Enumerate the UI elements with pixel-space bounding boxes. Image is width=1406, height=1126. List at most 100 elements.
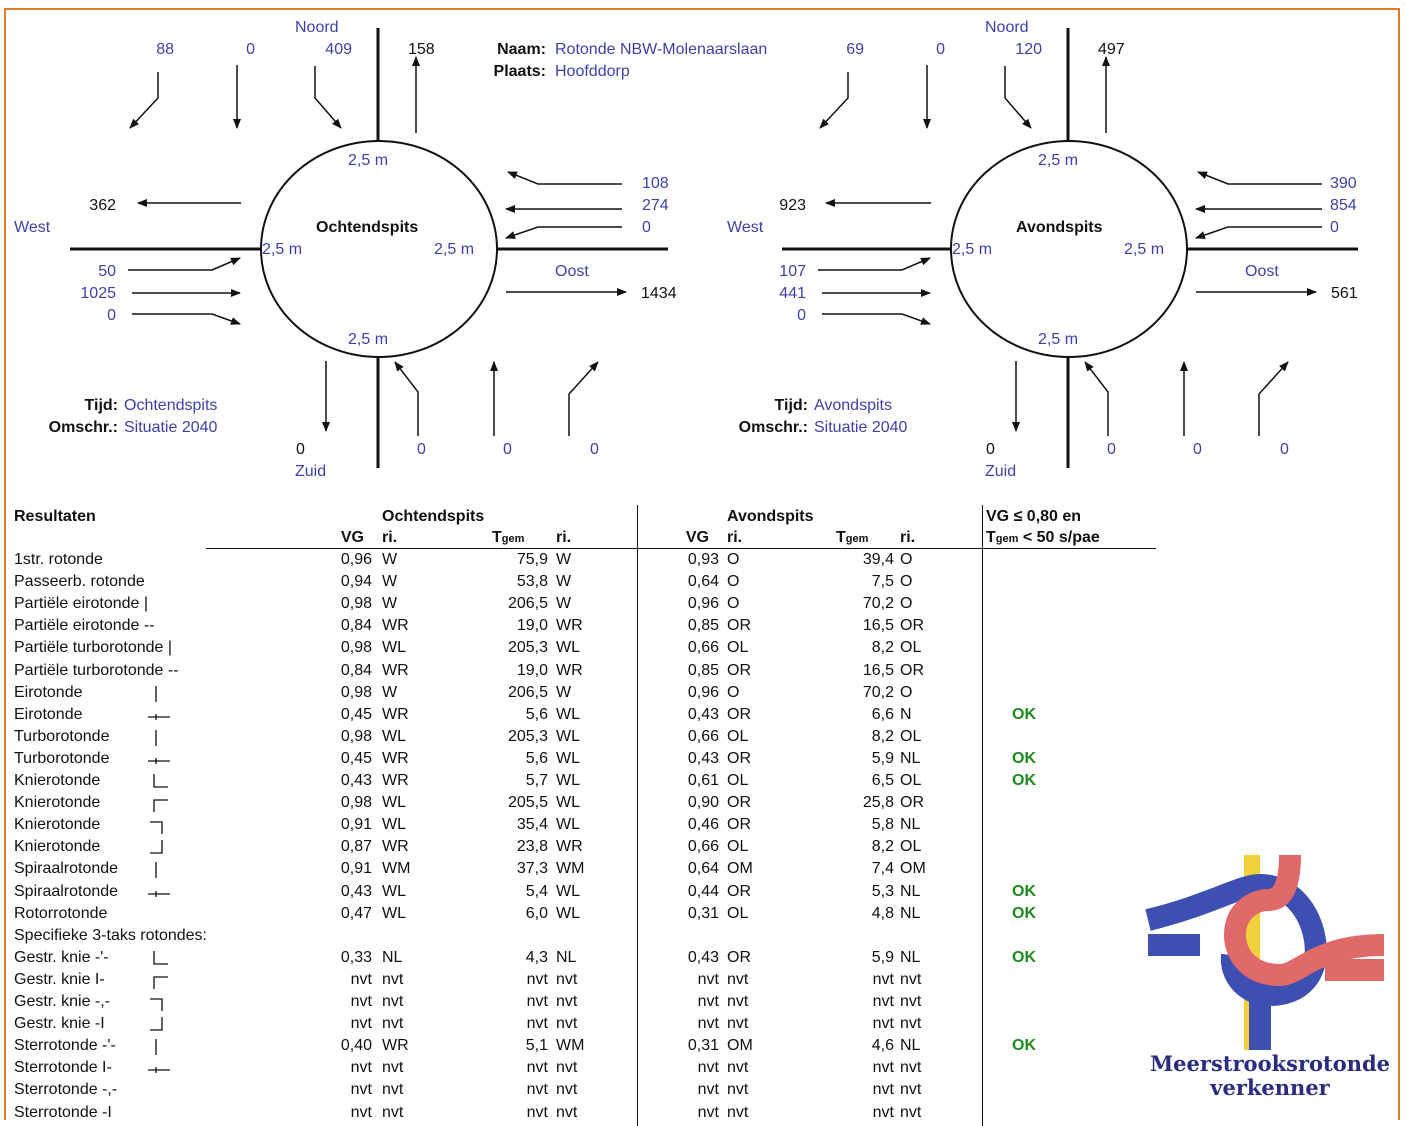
diagram-avondspits xyxy=(782,28,1358,468)
row-18-m-ri: NL xyxy=(382,948,403,966)
row-19-e-vg: nvt xyxy=(697,970,719,988)
d1-east-in-0: 390 xyxy=(1330,175,1357,192)
row-13-e-ri2: OL xyxy=(900,838,922,856)
row-24-e-ri: nvt xyxy=(727,1081,749,1099)
row-22-ok: OK xyxy=(1012,1037,1036,1055)
row-7-e-ri2: N xyxy=(900,705,912,723)
col-ri-evening: ri. xyxy=(727,529,743,546)
row-1-e-vg: 0,64 xyxy=(687,573,719,591)
row-11-e-ri: OR xyxy=(727,794,751,812)
row-7-m-vg: 0,45 xyxy=(340,705,372,723)
row-1-m-t: 53,8 xyxy=(516,573,548,591)
row-16-m-vg: 0,47 xyxy=(340,904,372,922)
row-18-ok: OK xyxy=(1012,948,1036,966)
row-25-e-ri: nvt xyxy=(727,1103,749,1121)
row-21-m-t: nvt xyxy=(526,1015,548,1033)
divider-morning-evening xyxy=(637,505,638,1126)
row-12-e-t: 5,8 xyxy=(871,816,894,834)
row-5-m-ri2: WR xyxy=(556,661,583,679)
row-6-e-t: 70,2 xyxy=(862,683,894,701)
row-25-m-vg: nvt xyxy=(350,1103,372,1121)
roundabout-diagrams xyxy=(70,28,1358,468)
row-12-m-ri: WL xyxy=(382,816,406,834)
row-20-e-t: nvt xyxy=(872,993,894,1010)
row-12-e-ri: OR xyxy=(727,816,751,834)
row-19-m-vg: nvt xyxy=(350,970,372,988)
d0-noord-label: Noord xyxy=(295,19,339,36)
row-16-name: Rotorrotonde xyxy=(14,904,108,922)
row-25-e-t: nvt xyxy=(872,1103,894,1121)
row-0-e-ri: O xyxy=(727,551,740,568)
row-22-e-ri2: NL xyxy=(900,1037,921,1055)
row-9-m-ri2: WL xyxy=(556,749,580,767)
d1-south-in-2: 0 xyxy=(1280,441,1289,458)
row-8-e-vg: 0,66 xyxy=(687,727,719,745)
group-evening: Avondspits xyxy=(727,508,814,525)
row-14-symbol-icon xyxy=(155,862,157,879)
row-16-e-t: 4,8 xyxy=(871,904,894,922)
row-25-m-ri2: nvt xyxy=(556,1103,578,1121)
row-14-m-vg: 0,91 xyxy=(340,860,372,878)
row-18-symbol-icon xyxy=(153,950,168,965)
row-3-e-ri2: OR xyxy=(900,617,924,635)
row-15-ok: OK xyxy=(1012,882,1036,900)
row-20-m-ri: nvt xyxy=(382,993,404,1010)
row-23-symbol-icon xyxy=(148,1067,170,1074)
row-22-m-ri2: WM xyxy=(556,1037,585,1055)
d0-omschr-value: Situatie 2040 xyxy=(124,419,218,436)
d0-omschr-label: Omschr.: xyxy=(48,419,118,436)
row-0-m-vg: 0,96 xyxy=(340,551,372,568)
results-title: Resultaten xyxy=(14,508,96,525)
row-22-m-ri: WR xyxy=(382,1037,409,1055)
row-4-e-vg: 0,66 xyxy=(687,639,719,657)
row-10-m-ri: WR xyxy=(382,772,409,789)
col-t-morning: Tgem xyxy=(492,529,525,546)
row-1-m-vg: 0,94 xyxy=(340,573,372,591)
row-19-m-ri: nvt xyxy=(382,970,404,988)
row-11-m-t: 205,5 xyxy=(507,794,548,812)
d0-center-label: Ochtendspits xyxy=(316,219,419,236)
d1-omschr-value: Situatie 2040 xyxy=(814,419,908,436)
row-13-m-ri: WR xyxy=(382,838,409,856)
row-6-name: Eirotonde xyxy=(14,683,83,701)
row-1-e-ri: O xyxy=(727,573,740,591)
row-14-m-t: 37,3 xyxy=(516,860,548,878)
page-frame xyxy=(4,8,1400,1120)
d1-south-in-0: 0 xyxy=(1107,441,1116,458)
row-8-e-ri2: OL xyxy=(900,727,922,745)
row-8-m-vg: 0,98 xyxy=(340,727,372,745)
row-13-m-ri2: WR xyxy=(556,838,583,856)
d0-north-in-left: 88 xyxy=(156,41,174,58)
row-10-e-t: 6,5 xyxy=(871,772,894,789)
row-15-name: Spiraalrotonde xyxy=(14,882,119,900)
row-16-m-ri: WL xyxy=(382,904,406,922)
row-12-e-ri2: NL xyxy=(900,816,921,834)
d0-west-in-1: 1025 xyxy=(80,285,116,302)
row-14-e-ri2: OM xyxy=(900,860,926,878)
row-21-e-ri2: nvt xyxy=(900,1015,922,1033)
row-6-m-vg: 0,98 xyxy=(340,683,372,701)
row-20-m-ri2: nvt xyxy=(556,993,578,1010)
row-0-m-t: 75,9 xyxy=(516,551,548,568)
naam-label: Naam: xyxy=(497,41,546,58)
row-5-e-ri: OR xyxy=(727,661,751,679)
row-10-e-vg: 0,61 xyxy=(687,772,719,789)
row-8-m-ri: WL xyxy=(382,727,406,745)
row-22-e-t: 4,6 xyxy=(871,1037,894,1055)
row-7-name: Eirotonde xyxy=(14,705,83,723)
row-18-e-t: 5,9 xyxy=(871,948,894,966)
row-16-m-ri2: WL xyxy=(556,904,580,922)
row-21-symbol-icon xyxy=(150,1017,163,1031)
row-0-m-ri2: W xyxy=(556,551,572,568)
row-2-e-t: 70,2 xyxy=(862,595,894,613)
row-23-e-vg: nvt xyxy=(697,1059,719,1077)
row-9-m-t: 5,6 xyxy=(525,749,548,767)
row-20-e-ri2: nvt xyxy=(900,993,922,1010)
row-16-e-ri: OL xyxy=(727,904,749,922)
row-24-m-ri: nvt xyxy=(382,1081,404,1099)
row-11-name: Knierotonde xyxy=(14,794,101,812)
row-15-m-ri2: WL xyxy=(556,882,580,900)
row-18-m-t: 4,3 xyxy=(525,948,548,966)
row-12-e-vg: 0,46 xyxy=(687,816,719,834)
row-8-e-ri: OL xyxy=(727,727,749,745)
